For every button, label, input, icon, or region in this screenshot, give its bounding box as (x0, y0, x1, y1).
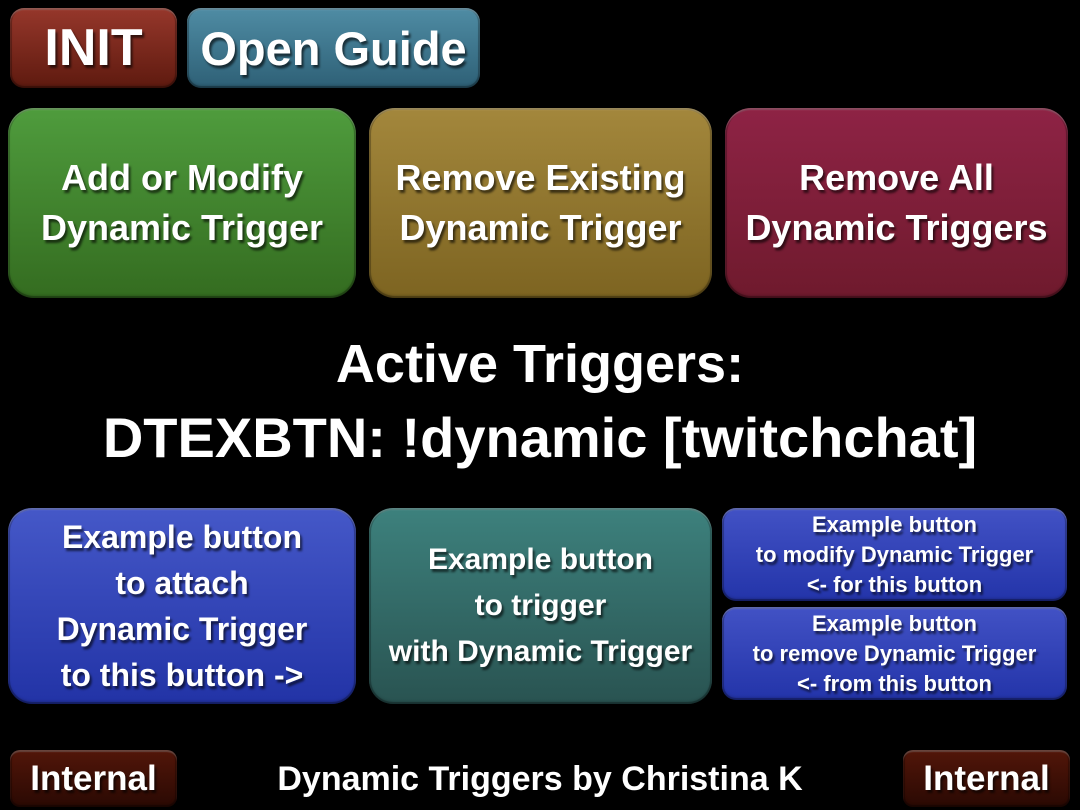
active-trigger-value: DTEXBTN: !dynamic [twitchchat] (102, 406, 978, 469)
add-or-modify-dynamic-trigger-button[interactable]: Add or Modify Dynamic Trigger (8, 108, 356, 298)
internal-right-button[interactable]: Internal (903, 750, 1070, 807)
active-triggers-heading: Active Triggers: (335, 334, 745, 394)
remove-existing-dynamic-trigger-button[interactable]: Remove Existing Dynamic Trigger (369, 108, 712, 298)
active-triggers-status: Active Triggers: DTEXBTN: !dynamic [twit… (0, 328, 1080, 474)
init-button[interactable]: INIT (10, 8, 177, 88)
remove-all-dynamic-triggers-button[interactable]: Remove All Dynamic Triggers (725, 108, 1068, 298)
open-guide-button[interactable]: Open Guide (187, 8, 480, 88)
example-modify-trigger-button[interactable]: Example button to modify Dynamic Trigger… (722, 508, 1067, 601)
credit-text: Dynamic Triggers by Christina K (277, 760, 803, 798)
example-trigger-button[interactable]: Example button to trigger with Dynamic T… (369, 508, 712, 704)
example-remove-trigger-button[interactable]: Example button to remove Dynamic Trigger… (722, 607, 1067, 700)
internal-left-button[interactable]: Internal (10, 750, 177, 807)
example-attach-trigger-button[interactable]: Example button to attach Dynamic Trigger… (8, 508, 356, 704)
